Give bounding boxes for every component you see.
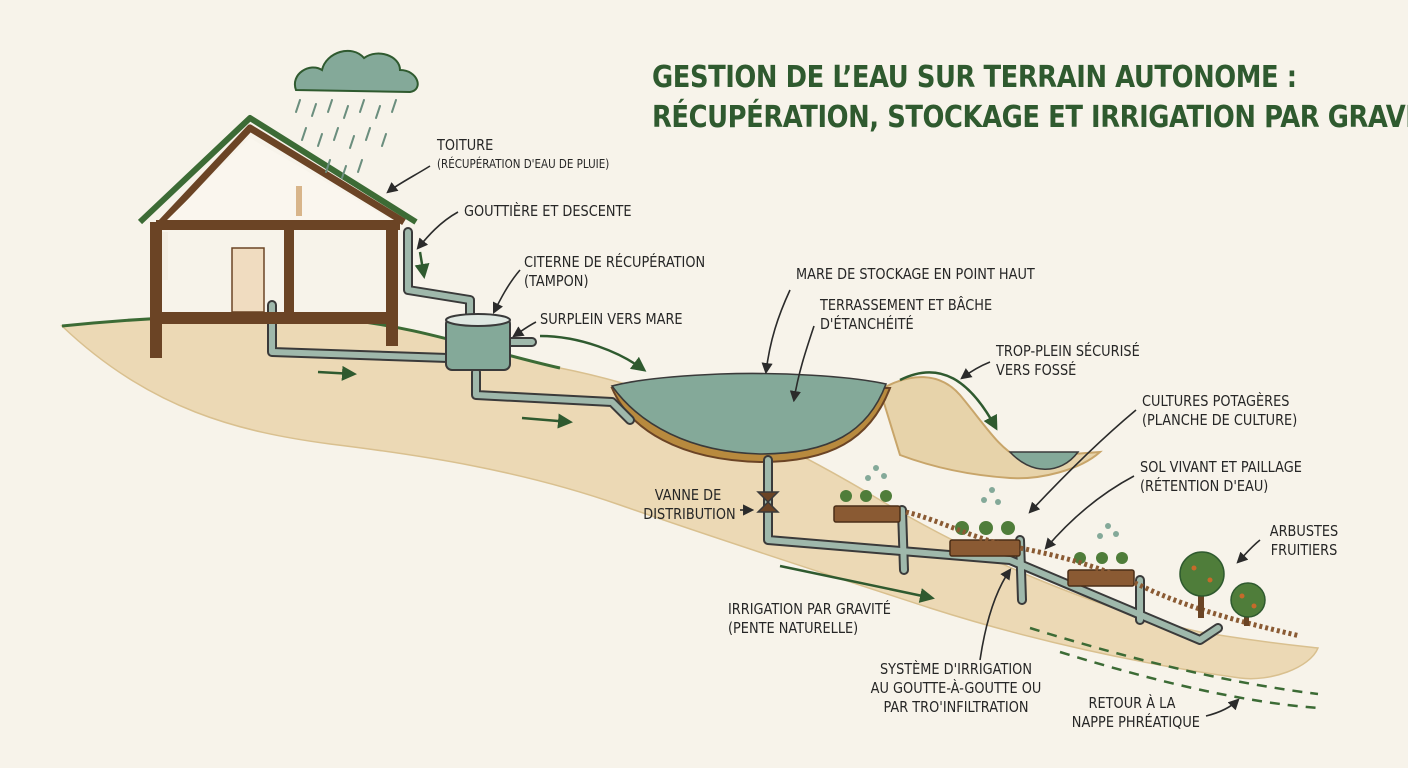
label-goutte-line2: AU GOUTTE-À-GOUTTE OU [870, 679, 1042, 697]
label-gouttiere: GOUTTIÈRE ET DESCENTE [464, 202, 632, 221]
label-terrassement-line1: TERRASSEMENT ET BÂCHE [820, 296, 993, 314]
title-line-2: RÉCUPÉRATION, STOCKAGE ET IRRIGATION PAR… [652, 100, 1408, 135]
label-sol-line2: (RÉTENTION D'EAU) [1140, 477, 1269, 495]
label-goutte-line1: SYSTÈME D'IRRIGATION [879, 660, 1032, 678]
label-arbustes-line2: FRUITIERS [1270, 541, 1338, 559]
label-cultures: CULTURES POTAGÈRES (PLANCHE DE CULTURE) [1142, 392, 1297, 430]
label-terrassement-line2: D'ÉTANCHÉITÉ [820, 315, 914, 333]
ditch-water [1008, 451, 1080, 470]
label-cultures-line1: CULTURES POTAGÈRES [1142, 392, 1290, 410]
label-irrigation-gravite: IRRIGATION PAR GRAVITÉ (PENTE NATURELLE) [728, 600, 891, 638]
house [137, 115, 418, 358]
label-retour: RETOUR À LA NAPPE PHRÉATIQUE [1071, 694, 1200, 732]
label-citerne: CITERNE DE RÉCUPÉRATION (TAMPON) [524, 253, 705, 291]
title-line-1: GESTION DE L’EAU SUR TERRAIN AUTONOME : [652, 60, 1297, 95]
label-citerne-line1: CITERNE DE RÉCUPÉRATION [524, 253, 706, 271]
label-trop-plein-line2: VERS FOSSÉ [996, 361, 1077, 379]
label-surplein-line1: SURPLEIN VERS MARE [540, 310, 683, 328]
rain-drops [295, 99, 397, 179]
label-surplein: SURPLEIN VERS MARE [540, 310, 683, 329]
label-citerne-line2: (TAMPON) [524, 272, 589, 290]
water-droplets [865, 465, 1119, 539]
flow-arrows [317, 251, 998, 603]
pond-berm [878, 376, 1103, 480]
mulch [905, 509, 1301, 639]
label-vanne-line1: VANNE DE [654, 486, 722, 504]
label-arbustes: ARBUSTES FRUITIERS [1270, 522, 1339, 560]
label-cultures-line2: (PLANCHE DE CULTURE) [1142, 411, 1298, 429]
label-terrassement: TERRASSEMENT ET BÂCHE D'ÉTANCHÉITÉ [820, 296, 992, 334]
label-arbustes-line1: ARBUSTES [1269, 522, 1339, 540]
label-mare-line1: MARE DE STOCKAGE EN POINT HAUT [796, 265, 1035, 283]
label-vanne-line2: DISTRIBUTION [643, 505, 736, 523]
label-trop-plein: TROP-PLEIN SÉCURISÉ VERS FOSSÉ [996, 342, 1140, 380]
label-irrigation-gravite-line1: IRRIGATION PAR GRAVITÉ [728, 600, 891, 618]
label-goutte-line3: PAR TRO'INFILTRATION [883, 698, 1029, 716]
label-trop-plein-line1: TROP-PLEIN SÉCURISÉ [996, 342, 1140, 360]
label-toiture: TOITURE (RÉCUPÉRATION D'EAU DE PLUIE) [437, 136, 609, 174]
label-retour-line1: RETOUR À LA [1088, 694, 1176, 712]
label-sol: SOL VIVANT ET PAILLAGE (RÉTENTION D'EAU) [1140, 458, 1302, 496]
label-sol-line1: SOL VIVANT ET PAILLAGE [1140, 458, 1302, 476]
diagram-title: GESTION DE L’EAU SUR TERRAIN AUTONOME : … [652, 58, 1408, 138]
groundwater-lines [1029, 626, 1319, 710]
label-goutte: SYSTÈME D'IRRIGATION AU GOUTTE-À-GOUTTE … [870, 660, 1042, 717]
distribution-valve [756, 491, 780, 513]
pond-water [610, 372, 888, 455]
label-toiture-line1: TOITURE [437, 136, 494, 154]
label-mare: MARE DE STOCKAGE EN POINT HAUT [796, 265, 1035, 284]
label-vanne: VANNE DE DISTRIBUTION [643, 486, 736, 524]
cistern [445, 313, 511, 371]
label-retour-line2: NAPPE PHRÉATIQUE [1071, 713, 1200, 731]
label-gouttiere-line1: GOUTTIÈRE ET DESCENTE [464, 202, 632, 220]
label-irrigation-gravite-line2: (PENTE NATURELLE) [728, 619, 859, 637]
cloud [293, 49, 419, 94]
label-toiture-line2: (RÉCUPÉRATION D'EAU DE PLUIE) [437, 157, 610, 171]
fruit-shrubs [1179, 551, 1266, 626]
callout-arrows [386, 165, 1261, 717]
planters [833, 505, 1135, 587]
